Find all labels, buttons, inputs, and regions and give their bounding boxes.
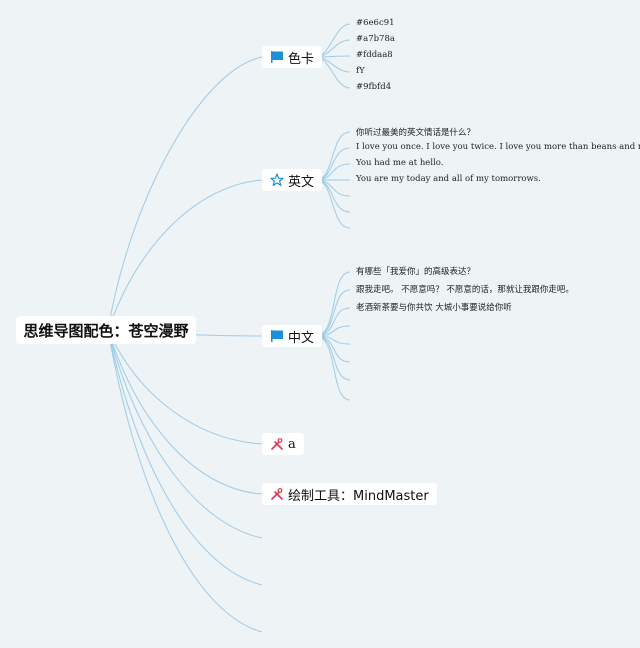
color-card-item[interactable]: fY <box>356 66 365 76</box>
topic-a[interactable]: a <box>262 433 304 455</box>
color-card-item[interactable]: #6e6c91 <box>356 18 395 28</box>
chinese-item[interactable]: 老酒新茶要与你共饮 大城小事要说给你听 <box>356 303 512 313</box>
flag-icon <box>271 330 283 342</box>
color-card-item[interactable]: #a7b78a <box>356 34 395 44</box>
color-card-item[interactable]: #fddaa8 <box>356 50 393 60</box>
topic-label: 英文 <box>288 174 315 190</box>
chinese-item[interactable]: 有哪些「我爱你」的高级表达？ <box>356 267 476 277</box>
topic-chinese[interactable]: 中文 <box>262 325 323 347</box>
topic-label: a <box>288 436 296 452</box>
tools-icon <box>271 438 283 450</box>
english-item[interactable]: You are my today and all of my tomorrows… <box>356 174 541 184</box>
star-icon <box>270 173 284 186</box>
connector-root-empty-2 <box>107 329 263 586</box>
topic-label: 色卡 <box>288 51 315 67</box>
connector-root-tool <box>107 329 263 495</box>
chinese-item[interactable]: 跟我走吧。 不愿意吗？ 不愿意的话，那就让我跟你走吧。 <box>356 285 574 295</box>
topic-color-card[interactable]: 色卡 <box>262 46 323 68</box>
topic-label: 绘制工具：MindMaster <box>288 488 429 504</box>
english-item[interactable]: You had me at hello. <box>356 158 444 168</box>
root-topic[interactable]: 思维导图配色：苍空漫野 <box>16 316 196 344</box>
english-item[interactable]: I love you once. I love you twice. I lov… <box>356 142 640 152</box>
topic-english[interactable]: 英文 <box>262 169 323 191</box>
tools-icon <box>271 488 283 500</box>
connector-root-english <box>107 179 263 331</box>
connector-root-empty-1 <box>107 329 263 539</box>
topic-label: 中文 <box>288 330 315 346</box>
topic-drawing-tool[interactable]: 绘制工具：MindMaster <box>262 483 437 505</box>
color-card-item[interactable]: #9fbfd4 <box>356 82 392 92</box>
flag-icon <box>271 51 283 63</box>
connector-root-a <box>107 329 263 445</box>
connector-root-empty-3 <box>107 329 263 633</box>
english-item[interactable]: 你听过最美的英文情话是什么？ <box>356 128 476 138</box>
root-topic-label: 思维导图配色：苍空漫野 <box>23 321 189 340</box>
connector-root-color-card <box>107 56 263 331</box>
